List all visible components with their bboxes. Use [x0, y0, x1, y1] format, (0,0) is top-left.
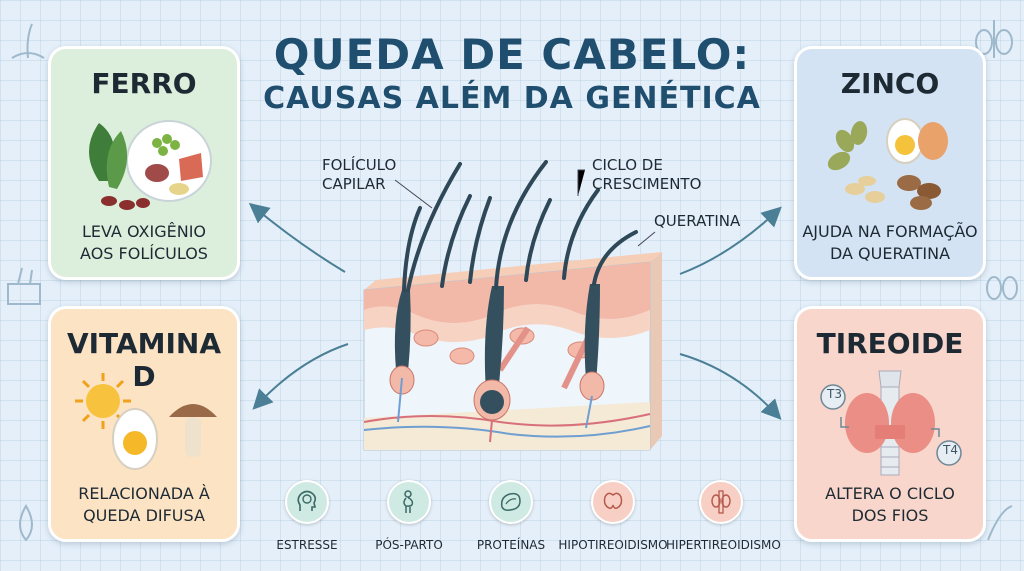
cause-hipertireoidismo-circle — [699, 480, 743, 524]
arrow-to-vitamina-d — [252, 343, 349, 410]
arrow-to-tireoide — [679, 353, 782, 420]
hormone-t3-label: T3 — [827, 387, 842, 401]
card-zinco-desc-2: DA QUERATINA — [829, 243, 951, 263]
subcutaneous-layer — [364, 402, 650, 450]
card-ferro: FERRO LEVA OXIGÊNIO AOS FOLÍCULOS — [48, 46, 240, 280]
card-vitamina-d: VITAMINA D RELACIONADA À QUEDA DIFUSA — [48, 306, 240, 542]
label-foliculo-line-2: CAPILAR — [322, 174, 386, 193]
cause-pos-parto-circle — [387, 480, 431, 524]
card-ferro-title: FERRO — [91, 67, 197, 100]
cause-estresse-circle — [285, 480, 329, 524]
cause-hipotireoidismo-circle — [591, 480, 635, 524]
label-foliculo-line-1: FOLÍCULO — [322, 156, 397, 174]
pregnant-woman-icon — [403, 490, 414, 513]
skin-edge-icon — [7, 267, 41, 305]
vitamin-d-foods-icon — [75, 373, 217, 470]
arrow-to-zinco — [679, 206, 782, 275]
label-ciclo-line-1: CICLO DE — [592, 156, 663, 174]
hormone-t4-label: T4 — [943, 443, 958, 457]
scalp-cross-section-diagram — [363, 160, 662, 451]
hair-edge-icon — [987, 505, 1013, 541]
label-ciclo-de-crescimento: CICLO DE CRESCIMENTO — [592, 156, 701, 194]
cause-hipertireoidismo-label: HIPERTIREOIDISMO — [666, 538, 781, 552]
page-title: QUEDA DE CABELO: CAUSAS ALÉM DA GENÉTICA — [230, 30, 794, 117]
thyroid-icon — [603, 492, 623, 509]
card-vitamina-d-desc-2: QUEDA DIFUSA — [83, 505, 205, 525]
brain-head-icon — [297, 490, 317, 511]
card-tireoide-desc-2: DOS FIOS — [851, 505, 929, 525]
card-zinco-title: ZINCO — [840, 67, 940, 100]
card-tireoide-title: TIREOIDE — [816, 327, 964, 360]
label-ciclo-line-2: CRESCIMENTO — [592, 174, 702, 193]
cause-estresse-label: ESTRESSE — [276, 538, 338, 552]
droplet-edge-icon — [19, 504, 33, 542]
cause-pos-parto-label: PÓS-PARTO — [375, 538, 443, 552]
cause-hipotireoidismo: HIPOTIREOIDISMO — [558, 480, 668, 552]
card-ferro-desc-2: AOS FOLÍCULOS — [80, 243, 208, 263]
iron-foods-icon — [89, 120, 212, 210]
card-vitamina-d-title: VITAMINA D — [66, 327, 222, 393]
thyroid-edge-icon — [975, 20, 1013, 58]
card-vitamina-d-desc-1: RELACIONADA À — [78, 484, 210, 503]
follicle-3 — [584, 284, 600, 382]
cause-proteinas-label: PROTEÍNAS — [476, 538, 546, 552]
card-zinco: ZINCO AJUDA NA FORMAÇÃO DA QUERATINA — [794, 46, 986, 280]
label-foliculo-capilar: FOLÍCULO CAPILAR — [322, 156, 396, 194]
thyroid-gland-icon — [711, 490, 731, 514]
thyroid-gland-illustration-icon — [820, 370, 962, 476]
cause-hipotireoidismo-label: HIPOTIREOIDISMO — [558, 538, 668, 552]
label-queratina: QUERATINA — [654, 212, 741, 230]
arrow-to-ferro — [248, 202, 346, 273]
cause-estresse: ESTRESSE — [252, 480, 362, 552]
follicle-1 — [394, 290, 411, 372]
card-tireoide: TIREOIDE T3 T4 ALTERA O CICLO DOS FIOS — [794, 306, 986, 542]
follicle-2 — [484, 286, 504, 394]
cause-hipertireoidismo: HIPERTIREOIDISMO — [666, 480, 781, 552]
zinc-foods-icon — [827, 118, 948, 210]
title-line-1: QUEDA DE CABELO: — [273, 30, 751, 79]
thyroid-edge-icon-2 — [986, 276, 1018, 300]
card-ferro-desc-1: LEVA OXIGÊNIO — [81, 222, 206, 241]
meat-icon — [500, 492, 521, 511]
title-line-2: CAUSAS ALÉM DA GENÉTICA — [263, 81, 761, 117]
cause-pos-parto: PÓS-PARTO — [354, 480, 464, 552]
card-zinco-desc-1: AJUDA NA FORMAÇÃO — [802, 222, 978, 241]
epidermis-layer — [364, 262, 650, 324]
hair-follicle-edge-icon — [11, 23, 45, 59]
card-tireoide-desc-1: ALTERA O CICLO — [825, 484, 955, 503]
cause-proteinas-circle — [489, 480, 533, 524]
cause-proteinas: PROTEÍNAS — [456, 480, 566, 552]
